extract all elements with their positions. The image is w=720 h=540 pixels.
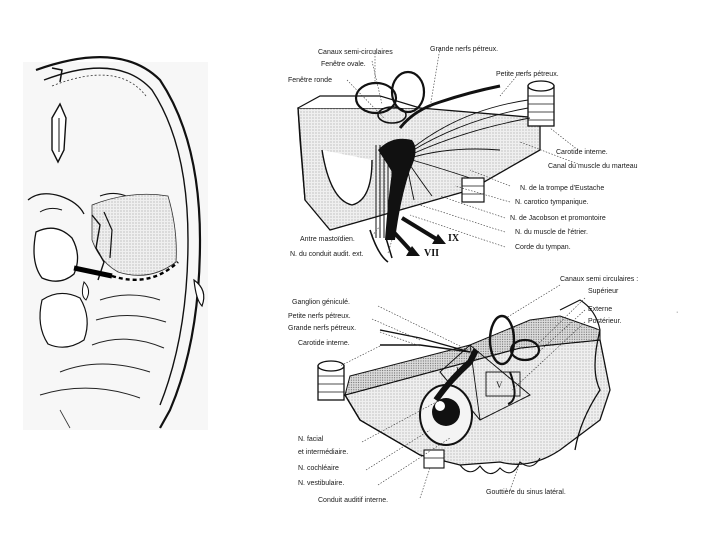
facial-nerve-channel-upper [378,138,416,240]
label-antre-mastoidien: Antre mastoïdien. [300,236,355,243]
canal-posterieur [507,371,516,405]
carotid-tube-lower [317,360,345,401]
label-cochleaire: N. cochléaire [298,465,339,472]
label-externe: Externe [588,306,612,313]
label-ganglion-genicule: Ganglion géniculé. [292,299,350,306]
surgical-approach-line [111,261,179,281]
label-fenetre-ovale: Fenêtre ovale. [321,61,366,68]
leader-lines-upper [346,47,579,254]
label-canaux-semi-circulaires-lower: Canaux semi circulaires : [560,276,638,283]
skull-inner-contour [43,67,189,406]
mastoid-antrum [321,149,373,206]
roman-vii-label: VII [424,248,439,259]
facial-nerve-lower [433,348,479,402]
label-petit-nerf-petreux-lower: Petite nerfs pétreux. [288,313,351,320]
label-vestibulaire: N. vestibulaire. [298,480,344,487]
label-facial: N. facial [298,436,324,443]
label-petit-nerf-petreux-upper: Petite nerfs pétreux. [496,71,559,78]
arrow-ix [432,234,446,244]
label-grand-nerf-petreux-upper: Grande nerfs pétreux. [430,46,498,53]
label-fenetre-ronde: Fenêtre ronde [288,77,332,84]
label-gouttiere-sinus-lateral: Gouttière du sinus latéral. [486,489,566,496]
mark-v: V [496,380,503,390]
carotid-tube-upper [527,80,555,127]
petrous-bone-lower-diagram: L V Canaux semi circulaires : Supér [288,276,638,504]
stray-mark: · [676,309,678,316]
arrow-vii [406,246,420,256]
label-muscle-etrier: N. du muscle de l'étrier. [515,229,588,236]
label-carotico-tympanique: N. carotico tympanique. [515,199,589,206]
label-trompe-eustache: N. de la trompe d'Eustache [520,185,604,192]
semicircular-canal-2 [390,70,426,114]
label-corde-tympan: Corde du tympan. [515,244,571,251]
label-conduit-audit-ext: N. du conduit audit. ext. [290,251,364,258]
nerve-path-bar [73,265,113,279]
leader-lines-lower [339,284,586,499]
label-posterieur: Postérieur. [588,318,622,325]
label-conduit-auditif-interne: Conduit auditif interne. [318,497,388,504]
label-canaux-semi-circulaires-upper: Canaux semi-circulaires [318,49,393,56]
label-carotide-interne-lower: Carotide interne. [298,340,350,347]
label-grand-nerf-petreux-lower: Grande nerfs pétreux. [288,325,356,332]
semicircular-canal-1 [354,81,398,115]
canal-superieur [488,314,516,366]
skull-outer-contour [35,56,202,429]
skull-section-panel [23,56,208,430]
roman-ix-label: IX [448,233,460,244]
canal-externe [509,338,541,362]
label-superieur: Supérieur [588,288,619,295]
temporal-bone-shading [91,193,177,276]
label-canal-muscle-marteau: Canal du muscle du marteau [548,163,638,170]
label-jacobson-promontoire: N. de Jacobson et promontoire [510,215,606,222]
hatched-column [375,145,393,240]
petrous-bone-upper-diagram: IX VII Canaux semi-circulaires Fenêtre o… [288,46,638,263]
label-carotide-interne-upper: Carotide interne. [556,149,608,156]
brainstem-outline [33,227,79,282]
label-intermediaire: et intermédiaire. [298,449,348,456]
